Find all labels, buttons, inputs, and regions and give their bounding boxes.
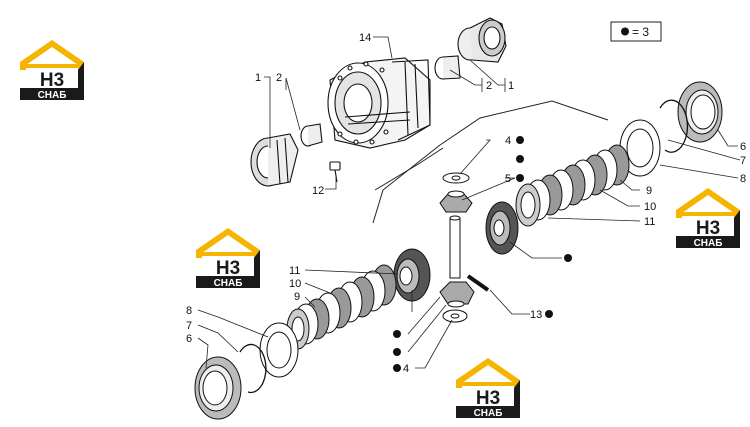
- logo-top-left: H3 СНАБ: [20, 40, 84, 101]
- logo-mid-left: H3 СНАБ: [196, 228, 260, 289]
- logo-letters: H3: [40, 70, 64, 91]
- snap-ring-part-7-right: [659, 99, 689, 153]
- side-gear-part-11-right: [485, 201, 519, 255]
- callout-1-top-right: 1: [508, 80, 514, 92]
- callout-5: 5: [505, 173, 511, 185]
- bearing-part-1-left: [250, 133, 299, 187]
- legend-box: = 3: [610, 21, 662, 42]
- logo-right: H3 СНАБ: [676, 188, 740, 249]
- friction-discs-left: [286, 264, 397, 350]
- housing-part-14: [327, 57, 431, 149]
- legend-text: = 3: [632, 25, 649, 39]
- friction-discs-right: [515, 144, 630, 227]
- logo-letters: H3: [476, 388, 500, 409]
- callout-12: 12: [312, 185, 324, 197]
- washer-part-4-bottom: [442, 309, 468, 323]
- bearing-part-6-right: [677, 81, 723, 143]
- leader-lines: [197, 36, 741, 369]
- bullet-icon: [393, 364, 401, 372]
- callout-6-left: 6: [186, 333, 192, 345]
- section-lines: [372, 100, 609, 224]
- callout-7-left: 7: [186, 320, 192, 332]
- pinion-gear-part-5-top: [439, 190, 473, 213]
- bullet-icon: [393, 330, 401, 338]
- snap-ring-part-7-left: [239, 343, 267, 394]
- bullet-icon: [564, 254, 572, 262]
- logo-caption: СНАБ: [694, 238, 723, 249]
- washer-part-8-left: [259, 322, 299, 378]
- bearing-part-6-left: [194, 356, 242, 420]
- callout-10-right: 10: [644, 201, 656, 213]
- callout-2-top-right: 2: [486, 80, 492, 92]
- ring-part-2-left: [300, 123, 323, 147]
- bolt-part-12: [329, 161, 341, 183]
- right-clutch-pack: [485, 81, 723, 255]
- callout-11-left: 11: [289, 265, 300, 277]
- logo-caption: СНАБ: [474, 408, 503, 419]
- callout-2-top-left: 2: [276, 72, 282, 84]
- differential-housing-assembly: [250, 17, 507, 187]
- callout-6-right: 6: [740, 141, 746, 153]
- callout-11-right: 11: [644, 216, 655, 228]
- pinion-shaft: [449, 215, 461, 279]
- logo-bottom: H3 СНАБ: [456, 358, 520, 419]
- washer-part-8-right: [619, 119, 661, 177]
- logo-caption: СНАБ: [38, 90, 67, 101]
- bullet-icon: [393, 348, 401, 356]
- callout-9-left: 9: [294, 291, 300, 303]
- callout-9-right: 9: [646, 185, 652, 197]
- pinion-gear-bottom: [439, 281, 475, 308]
- pinion-assembly: [439, 172, 490, 323]
- logo-letters: H3: [696, 218, 720, 239]
- quantity-bullets: [393, 136, 572, 372]
- ring-part-2-right: [434, 55, 461, 80]
- callout-14: 14: [359, 32, 371, 44]
- callout-10-left: 10: [289, 278, 301, 290]
- callout-4-top: 4: [505, 135, 511, 147]
- side-gear-part-11-left: [393, 248, 431, 302]
- bullet-icon: [516, 136, 524, 144]
- bullet-icon: [516, 155, 524, 163]
- washer-part-4-top: [442, 172, 470, 184]
- callout-7-right: 7: [740, 155, 746, 167]
- logo-caption: СНАБ: [214, 278, 243, 289]
- callout-8-left: 8: [186, 305, 192, 317]
- legend-bullet-icon: [621, 27, 629, 36]
- callout-13: 13: [530, 309, 542, 321]
- pin-part-13: [466, 274, 490, 292]
- logo-letters: H3: [216, 258, 240, 279]
- callout-4-bottom: 4: [403, 363, 409, 375]
- bullet-icon: [516, 174, 524, 182]
- bearing-part-1-right: [457, 17, 507, 63]
- callout-numbers: 1 2 14 2 1 12 4 5 6 7 8 9 10 11 11 10 9 …: [186, 32, 746, 375]
- bullet-icon: [545, 310, 553, 318]
- callout-1-top-left: 1: [255, 72, 261, 84]
- callout-8-right: 8: [740, 173, 746, 185]
- left-clutch-pack: [194, 248, 431, 420]
